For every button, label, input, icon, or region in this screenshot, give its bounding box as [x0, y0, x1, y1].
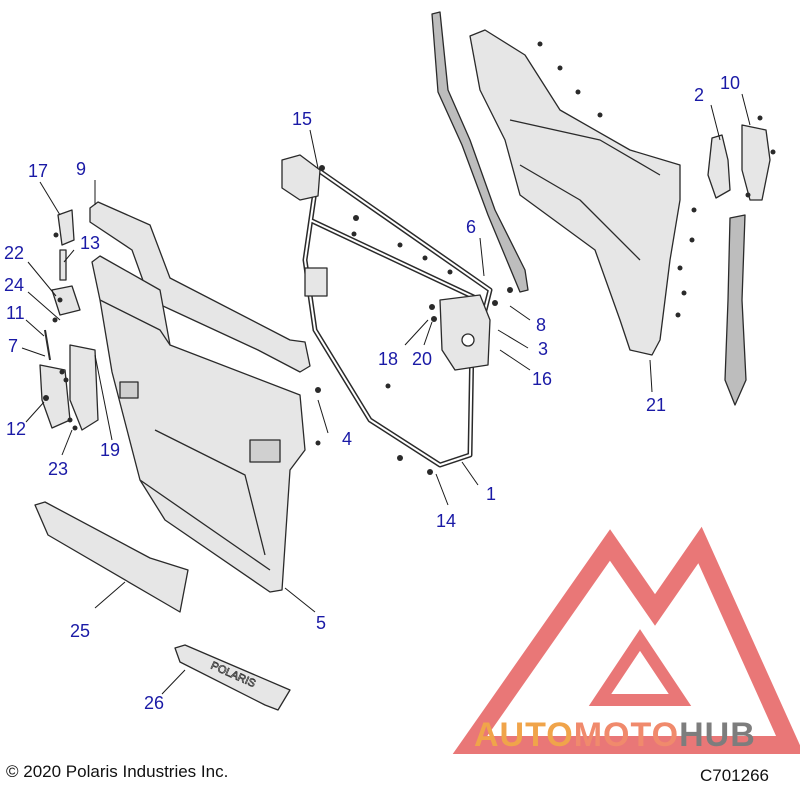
right-seal-strip — [724, 214, 747, 406]
watermark-moto: MOTO — [573, 716, 680, 754]
part-17-bracket — [57, 209, 75, 246]
frame-hinge-block — [304, 267, 328, 297]
part-6-seal-strip — [431, 11, 529, 293]
callout-19: 19 — [100, 440, 121, 460]
callout-5: 5 — [316, 613, 327, 633]
part-26-plate — [174, 644, 291, 711]
callout-24: 24 — [4, 275, 25, 295]
part-19-hinge-plate — [69, 344, 99, 431]
callout-15: 15 — [292, 109, 313, 129]
part-5-panel-crease — [99, 299, 271, 571]
watermark-logo — [452, 526, 800, 754]
callout-10: 10 — [720, 73, 741, 93]
callout-16: 16 — [532, 369, 553, 389]
callout-21: 21 — [646, 395, 667, 415]
callout-25: 25 — [70, 621, 91, 641]
callout-26: 26 — [144, 693, 165, 713]
leader-lines — [21, 93, 751, 695]
part-21-rear-door-panel — [469, 29, 681, 356]
part-3-latch-plate — [439, 294, 491, 371]
part-11-bolt — [44, 329, 51, 361]
part-10-latch — [741, 124, 771, 201]
callout-22: 22 — [4, 243, 25, 263]
callout-3: 3 — [538, 339, 549, 359]
part-25-lower-trim — [34, 501, 189, 613]
part-5-door-panel — [91, 255, 306, 593]
part-13-strut — [59, 249, 67, 281]
part-22-plate — [51, 285, 81, 316]
callout-20: 20 — [412, 349, 433, 369]
part-23-hinge-plate — [39, 364, 71, 429]
watermark-auto: AUTO — [474, 716, 574, 754]
part-2-hinge — [707, 134, 731, 199]
callout-17: 17 — [28, 161, 49, 181]
part-9-upper-bar — [89, 201, 311, 373]
callout-2: 2 — [694, 85, 705, 105]
copyright-text: © 2020 Polaris Industries Inc. — [6, 762, 229, 781]
callout-1: 1 — [486, 484, 497, 504]
callout-11: 11 — [6, 303, 25, 323]
diagram-code: C701266 — [700, 766, 770, 785]
watermark-text: AUTOMOTOHUB — [474, 716, 756, 755]
callout-4: 4 — [342, 429, 353, 449]
part-21-crease — [509, 119, 661, 261]
watermark-hub: HUB — [679, 716, 756, 754]
part-5-handle-pocket — [249, 439, 281, 463]
callout-7: 7 — [8, 336, 19, 356]
callout-12: 12 — [6, 419, 27, 439]
latch-hole — [461, 333, 475, 347]
callout-9: 9 — [76, 159, 87, 179]
part-15-hinge-bracket — [281, 154, 321, 201]
fasteners — [43, 41, 776, 475]
callout-14: 14 — [436, 511, 457, 531]
callout-13: 13 — [80, 233, 101, 253]
callout-23: 23 — [48, 459, 69, 479]
callout-8: 8 — [536, 315, 547, 335]
callout-6: 6 — [466, 217, 477, 237]
part-5-upper-pocket — [119, 381, 139, 399]
callout-18: 18 — [378, 349, 399, 369]
